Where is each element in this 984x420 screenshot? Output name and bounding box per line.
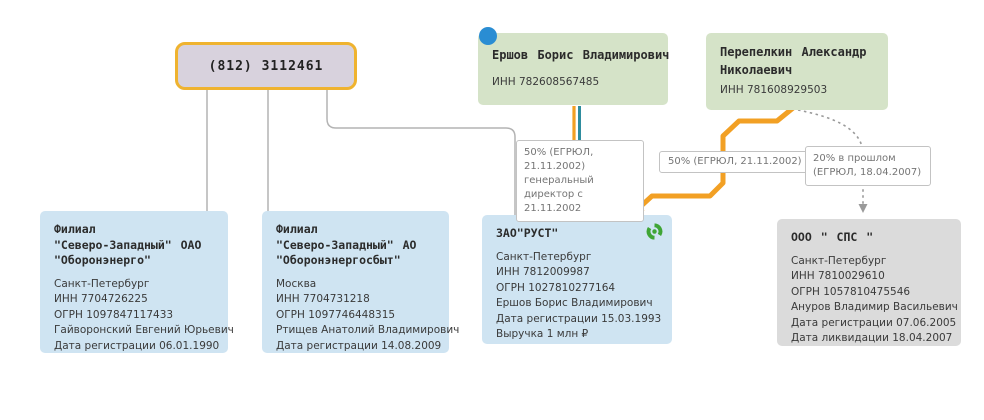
phone-number: (812) 3112461 (208, 58, 324, 74)
node-company-branch-ao[interactable]: Филиал "Северо-Западный" АО "Оборонэнерг… (262, 211, 460, 353)
company-inn: ИНН 7810029610 (791, 270, 885, 282)
company-ogrn: ОГРН 1097847117433 (54, 308, 174, 321)
company-title: ООО " СПС " (791, 230, 874, 244)
person-name: Ершов Борис Владимирович (492, 48, 670, 62)
node-person-perepelkin[interactable]: Перепелкин Александр Николаевич ИНН 7816… (706, 33, 888, 110)
person-name: Перепелкин Александр Николаевич (720, 45, 867, 77)
company-inn: ИНН 7704726225 (54, 293, 148, 305)
company-revenue: Выручка 1 млн ₽ (496, 328, 589, 340)
edge-perepelkin-sps-former (797, 109, 864, 204)
company-city: Санкт-Петербург (54, 277, 150, 290)
company-title-line: Филиал (54, 222, 96, 236)
blue-dot-marker-icon (479, 27, 497, 45)
person-inn: ИНН 781608929503 (720, 84, 828, 96)
company-title: ЗАО"РУСТ" (496, 226, 559, 240)
company-title-line: "Северо-Западный" АО (276, 237, 417, 252)
company-inn: ИНН 7704731218 (276, 293, 370, 305)
edge-label-perepelkin-rust: 50% (ЕГРЮЛ, 21.11.2002) (659, 151, 811, 173)
company-ogrn: ОГРН 1097746448315 (276, 308, 396, 321)
node-person-ershov[interactable]: Ершов Борис Владимирович ИНН 78260856748… (478, 33, 670, 105)
company-city: Санкт-Петербург (496, 250, 592, 263)
company-director: Гайворонский Евгений Юрьевич (54, 324, 234, 336)
company-ogrn: ОГРН 1057810475546 (791, 285, 911, 298)
active-company-icon (646, 223, 663, 240)
company-reg-date: Дата регистрации 06.01.1990 (54, 339, 220, 352)
edge-label-ershov-rust: 50% (ЕГРЮЛ, 21.11.2002) генеральный дире… (516, 140, 644, 222)
company-inn: ИНН 7812009987 (496, 266, 590, 278)
edge-share-text: 50% (ЕГРЮЛ, 21.11.2002) (524, 147, 594, 172)
company-reg-date: Дата регистрации 07.06.2005 (791, 316, 957, 329)
company-city: Москва (276, 277, 317, 290)
company-city: Санкт-Петербург (791, 254, 887, 267)
edge-share-text: 20% в прошлом (ЕГРЮЛ, 18.04.2007) (813, 153, 922, 178)
node-company-rust[interactable]: ЗАО"РУСТ" Санкт-Петербург ИНН 7812009987… (482, 215, 672, 344)
company-ogrn: ОГРН 1027810277164 (496, 281, 616, 294)
node-company-branch-oao[interactable]: Филиал "Северо-Западный" ОАО "Оборонэнер… (40, 211, 234, 353)
company-reg-date: Дата регистрации 15.03.1993 (496, 312, 662, 325)
company-title-line: Филиал (276, 222, 318, 236)
edge-perepelkin-sps-arrowhead (858, 204, 868, 213)
edge-role-text: генеральный директор с 21.11.2002 (524, 175, 594, 214)
company-title-line: "Оборонэнергосбыт" (276, 253, 401, 267)
node-company-sps[interactable]: ООО " СПС " Санкт-Петербург ИНН 78100296… (777, 219, 961, 346)
company-director: Ртищев Анатолий Владимирович (276, 324, 460, 336)
edge-phone-rust (326, 89, 516, 216)
edge-label-perepelkin-sps: 20% в прошлом (ЕГРЮЛ, 18.04.2007) (805, 146, 931, 186)
company-title-line: "Северо-Западный" ОАО (54, 237, 202, 252)
node-phone[interactable]: (812) 3112461 (175, 42, 357, 90)
person-inn: ИНН 782608567485 (492, 76, 600, 88)
company-liq-date: Дата ликвидации 18.04.2007 (791, 332, 953, 344)
company-director: Ершов Борис Владимирович (496, 297, 653, 309)
company-title-line: "Оборонэнерго" (54, 253, 151, 267)
company-director: Ануров Владимир Васильевич (791, 301, 958, 313)
edge-share-text: 50% (ЕГРЮЛ, 21.11.2002) (668, 156, 802, 167)
company-reg-date: Дата регистрации 14.08.2009 (276, 339, 442, 352)
